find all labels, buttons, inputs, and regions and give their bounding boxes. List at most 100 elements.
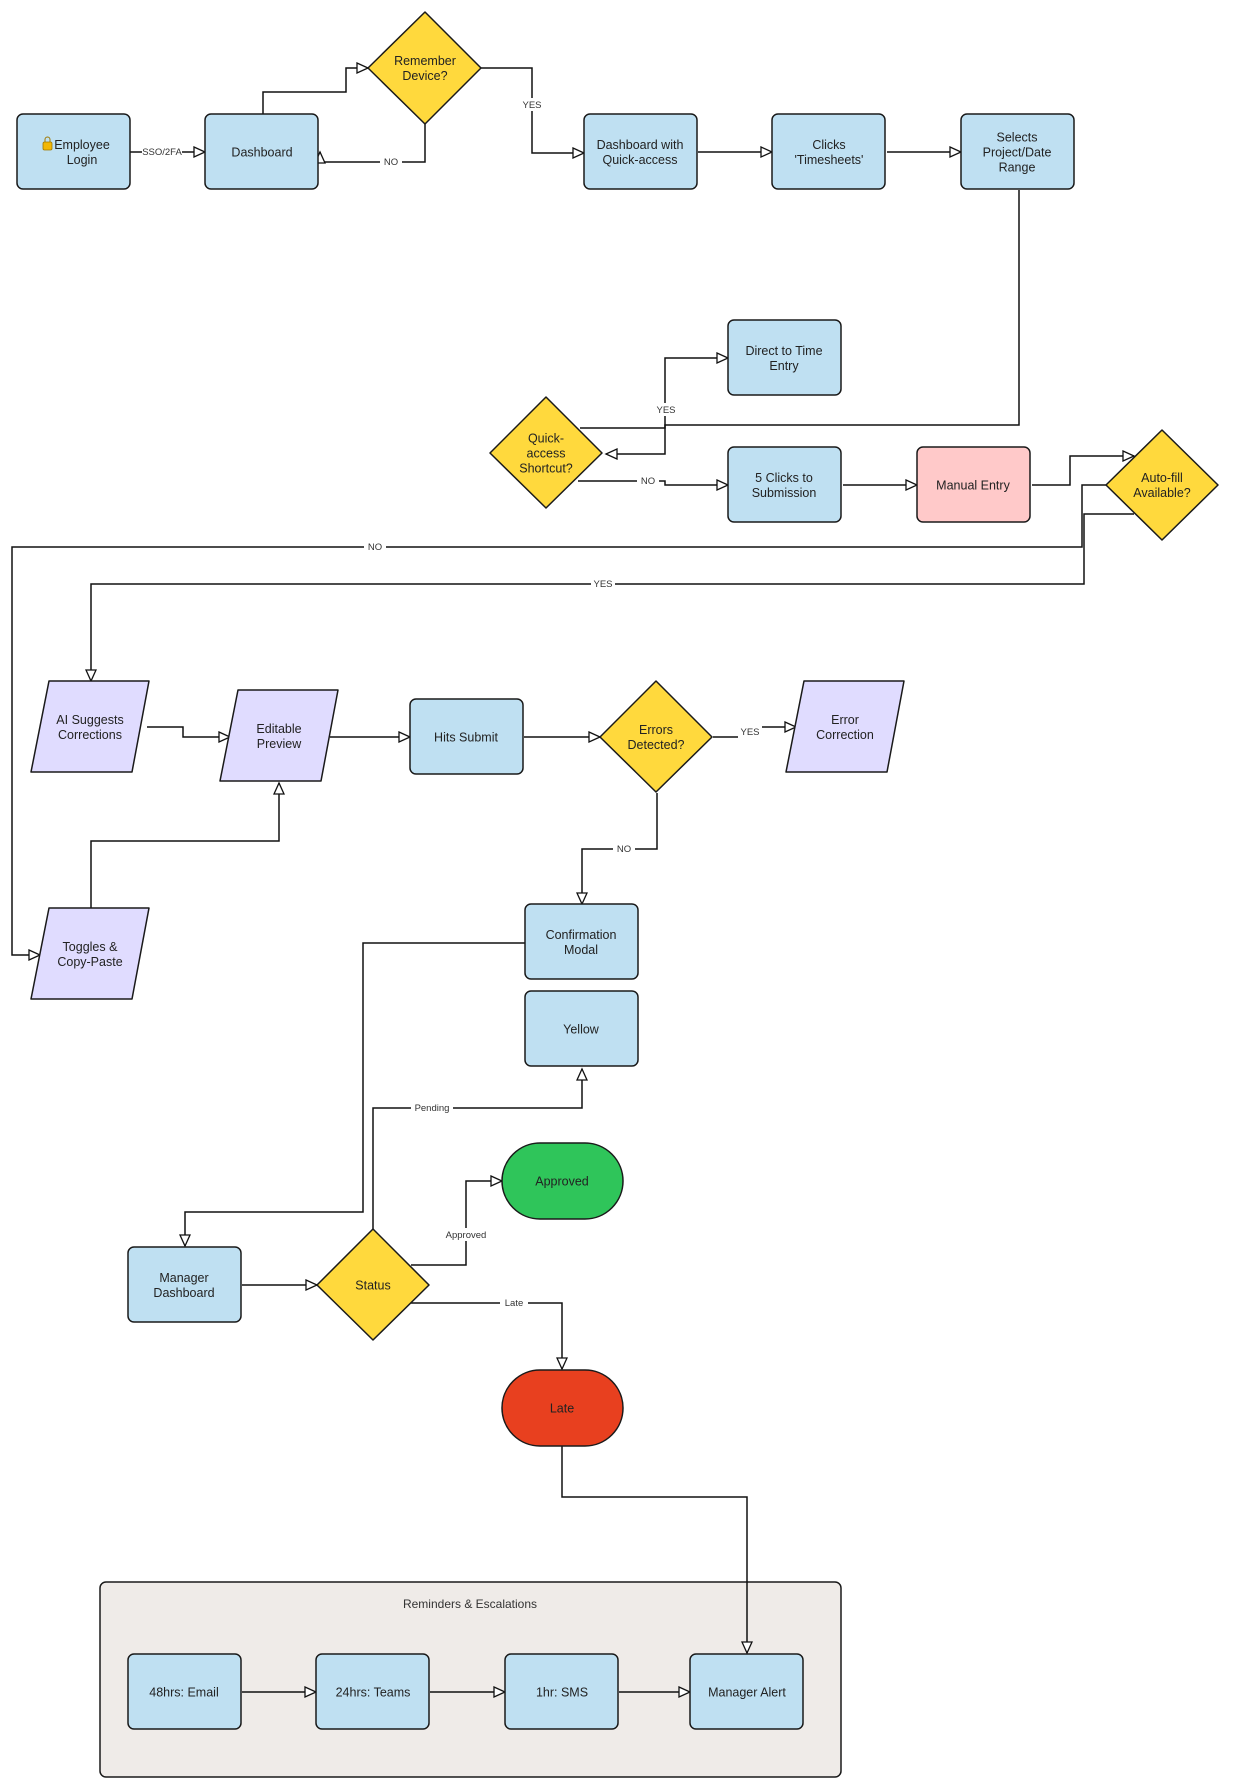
node-text-line: Quick-access (602, 153, 677, 167)
node-text-line: Remember (394, 54, 456, 68)
node-text: 24hrs: Teams (336, 1686, 411, 1700)
group-title: Reminders & Escalations (403, 1597, 537, 1611)
node-yellow[interactable]: Yellow (524, 990, 639, 1067)
node-dashboard[interactable]: Dashboard (204, 113, 319, 190)
node-text-line: 'Timesheets' (795, 153, 864, 167)
node-text-line: AI Suggests (56, 713, 123, 727)
node-text-line: Range (999, 161, 1036, 175)
node-status[interactable]: Status (316, 1228, 430, 1341)
edge-manual-autofill (1032, 449, 1136, 486)
node-manual-entry[interactable]: Manual Entry (916, 446, 1031, 523)
edge-label-autofill-yes: YES (593, 579, 612, 590)
node-text-line: Late (550, 1402, 574, 1416)
edge-status-approved (411, 1174, 504, 1266)
edge-label-remember-no: NO (384, 157, 398, 168)
node-text: Status (355, 1279, 390, 1293)
edge-labels: SSO/2FA YES NO YES NO NO YES YES NO Pend… (142, 98, 762, 1309)
edge-shortcut-yes (580, 351, 730, 429)
edge-label-autofill-no: NO (368, 542, 382, 553)
node-text-line: Dashboard with (597, 138, 684, 152)
edge-toggles-preview (90, 781, 286, 908)
node-text-line: 48hrs: Email (149, 1686, 218, 1700)
node-text-line: Hits Submit (434, 731, 498, 745)
node-late[interactable]: Late (501, 1369, 624, 1447)
edge-status-late (411, 1302, 569, 1371)
node-text-line: Project/Date (983, 146, 1052, 160)
node-text-line: Preview (257, 737, 302, 751)
edge-label-sso: SSO/2FA (142, 147, 182, 158)
node-text: Manager Alert (708, 1686, 786, 1700)
node-hits-submit[interactable]: Hits Submit (409, 698, 524, 775)
node-text-line: Available? (1133, 486, 1191, 500)
node-text-line: access (527, 447, 566, 461)
edge-remember-no (313, 124, 426, 164)
node-text: 48hrs: Email (149, 1686, 218, 1700)
node-text-line: 1hr: SMS (536, 1686, 588, 1700)
node-text-line: Dashboard (231, 146, 292, 160)
edge-label-shortcut-yes: YES (656, 405, 675, 416)
node-text-line: Modal (564, 943, 598, 957)
node-48hrs-email[interactable]: 48hrs: Email (127, 1653, 242, 1730)
node-manager-alert[interactable]: Manager Alert (689, 1653, 804, 1730)
node-text-line: Yellow (563, 1023, 600, 1037)
node-text-line: 24hrs: Teams (336, 1686, 411, 1700)
edge-status-pending (372, 1067, 589, 1231)
edge-autofill-yes (84, 513, 1134, 683)
node-text: Clicks'Timesheets' (795, 138, 864, 167)
node-text: Toggles &Copy-Paste (57, 940, 122, 969)
edge-autofill-no (11, 484, 1110, 962)
node-text-line: Detected? (628, 738, 685, 752)
edge-label-remember-yes: YES (522, 100, 541, 111)
node-text-line: Confirmation (546, 928, 617, 942)
edge-shortcut-no (578, 478, 730, 492)
node-approved[interactable]: Approved (501, 1142, 624, 1220)
node-text: Hits Submit (434, 731, 498, 745)
node-text-line: Direct to Time (745, 344, 822, 358)
edge-dashboard-remember (262, 61, 370, 114)
node-1hr-sms[interactable]: 1hr: SMS (504, 1653, 619, 1730)
edge-label-errors-yes: YES (740, 727, 759, 738)
edge-ai-preview (147, 726, 232, 744)
node-text-line: Correction (816, 728, 874, 742)
edge-label-pending: Pending (415, 1103, 450, 1114)
lock-icon (42, 136, 53, 151)
node-text: Approved (535, 1175, 589, 1189)
edge-label-shortcut-no: NO (641, 476, 655, 487)
node-clicks-timesheets[interactable]: Clicks'Timesheets' (771, 113, 886, 190)
node-text-line: Quick- (528, 432, 564, 446)
node-text-line: Auto-fill (1141, 471, 1183, 485)
node-text-line: Error (831, 713, 859, 727)
node-text-line: Corrections (58, 728, 122, 742)
node-24hrs-teams[interactable]: 24hrs: Teams (315, 1653, 430, 1730)
edge-label-errors-no: NO (617, 844, 631, 855)
node-text: 1hr: SMS (536, 1686, 588, 1700)
node-toggles-copy-paste[interactable]: Toggles &Copy-Paste (30, 907, 150, 1000)
node-text: Manual Entry (936, 479, 1010, 493)
